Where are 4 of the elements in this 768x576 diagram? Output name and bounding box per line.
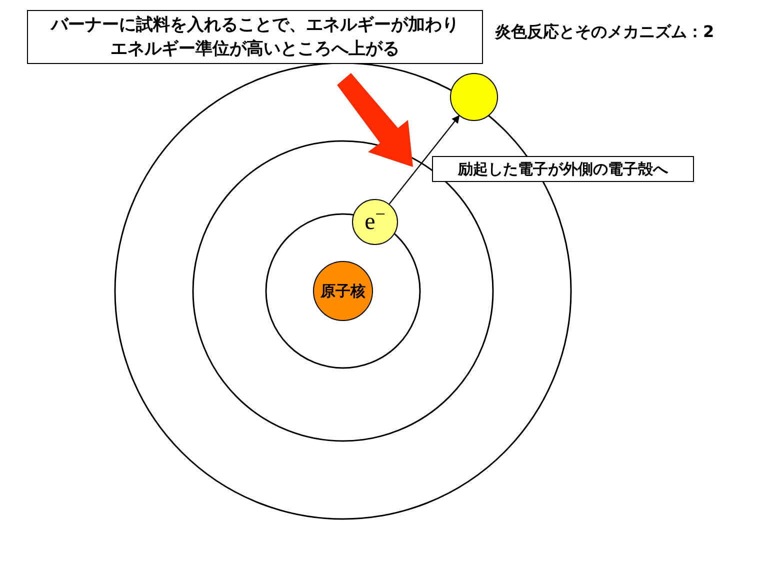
note-box: バーナーに試料を入れることで、エネルギーが加わりエネルギー準位が高いところへ上がる — [27, 10, 483, 64]
arrow — [388, 115, 460, 204]
label-box: 励起した電子が外側の電子殻へ — [432, 156, 694, 182]
title: 炎色反応とそのメカニズム：2 — [495, 21, 714, 43]
